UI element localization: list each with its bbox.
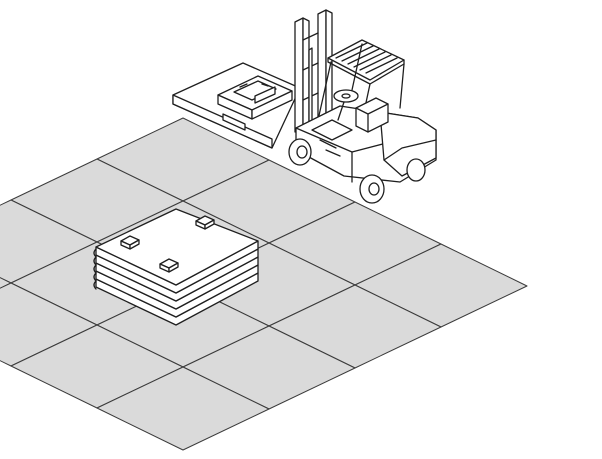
pallet-stack-layers bbox=[93, 240, 259, 326]
mast-rail bbox=[317, 9, 327, 123]
steering-wheel bbox=[333, 89, 359, 103]
forklift-seat bbox=[355, 97, 389, 133]
wheel-rear bbox=[359, 174, 385, 204]
pallet-tab bbox=[195, 215, 215, 230]
pallet-tab bbox=[120, 235, 140, 250]
forklift-body bbox=[295, 89, 437, 183]
mast-rail bbox=[294, 17, 304, 133]
forklift-wheels bbox=[288, 138, 426, 204]
pallet-stack bbox=[93, 208, 259, 326]
floor-tile bbox=[0, 277, 12, 289]
wheel-back bbox=[406, 158, 426, 182]
floor-grid bbox=[0, 117, 528, 451]
forklift-load bbox=[172, 62, 301, 149]
forklift bbox=[172, 9, 437, 204]
pallet-stack-top bbox=[95, 208, 259, 286]
wheel-front bbox=[288, 138, 312, 166]
floor-tile bbox=[96, 366, 270, 451]
pallet-tabs bbox=[120, 215, 215, 273]
pallet-tab bbox=[159, 258, 179, 273]
